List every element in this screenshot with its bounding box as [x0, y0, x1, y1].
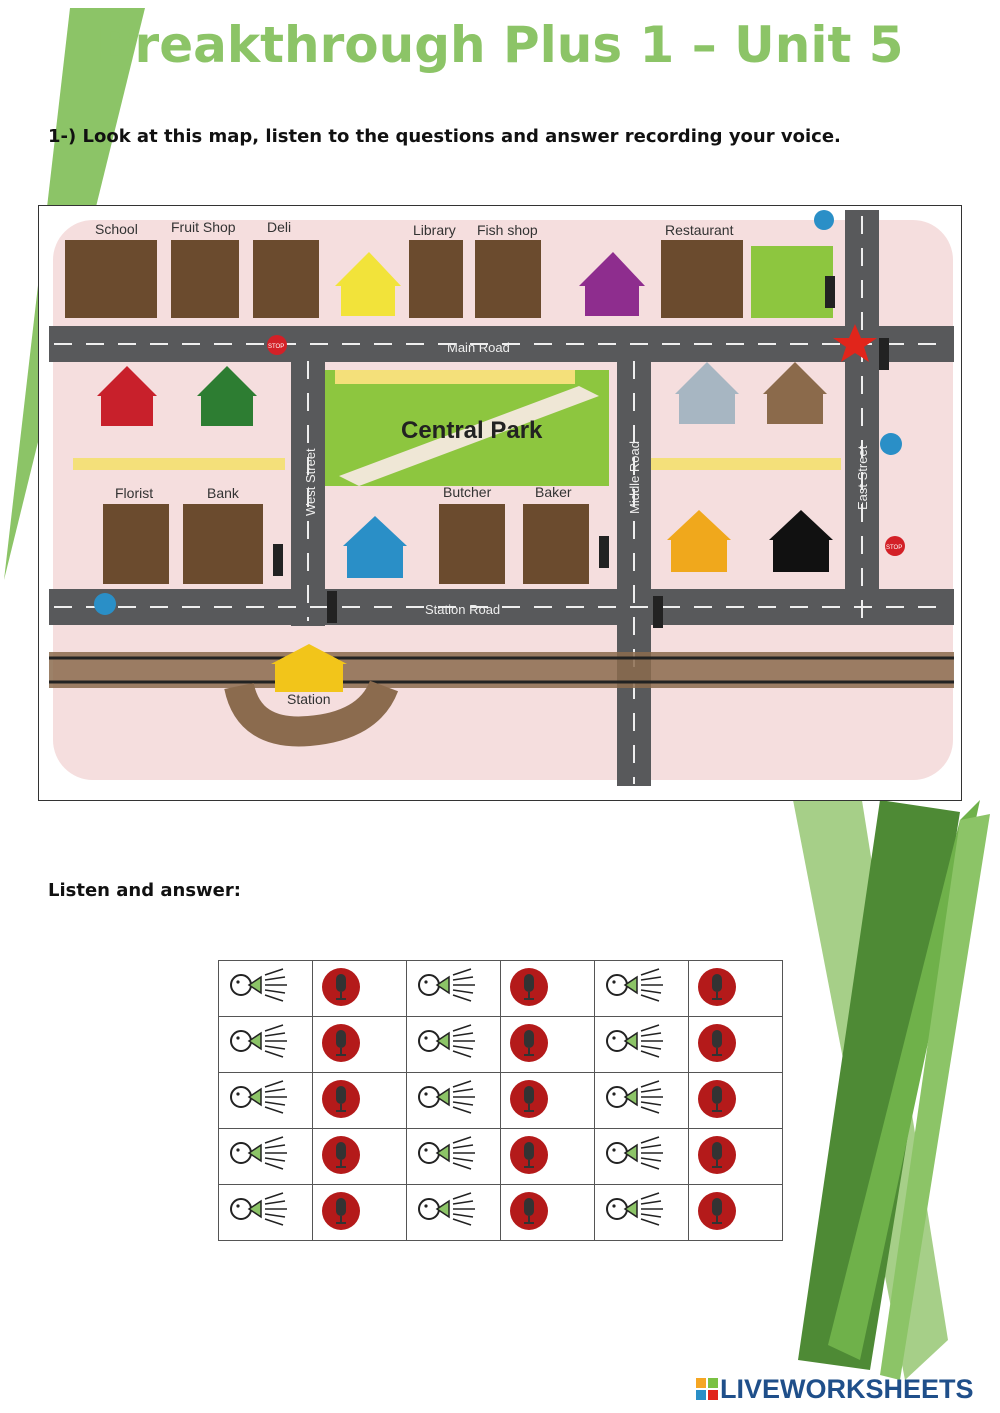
speaker-icon[interactable] [415, 965, 491, 1009]
speaker-icon[interactable] [227, 1021, 303, 1065]
microphone-icon[interactable] [697, 1021, 773, 1065]
page-title: Breakthrough Plus 1 – Unit 5 [96, 16, 904, 74]
microphone-icon[interactable] [321, 1133, 397, 1177]
play-question-cell [218, 1128, 313, 1185]
speaker-icon[interactable] [227, 1133, 303, 1177]
building-label-florist: Florist [115, 485, 153, 501]
record-answer-cell [500, 1072, 595, 1129]
microphone-icon[interactable] [509, 1189, 585, 1233]
record-answer-cell [500, 1016, 595, 1073]
speaker-icon[interactable] [603, 1189, 679, 1233]
grid-row [218, 1184, 783, 1241]
speaker-icon[interactable] [415, 1133, 491, 1177]
microphone-icon[interactable] [509, 1077, 585, 1121]
liveworksheets-logo-icon [696, 1378, 718, 1400]
play-question-cell [594, 1072, 689, 1129]
microphone-icon[interactable] [697, 1077, 773, 1121]
building-label-library: Library [413, 222, 456, 238]
building-label-deli: Deli [267, 219, 291, 235]
microphone-icon[interactable] [321, 1021, 397, 1065]
town-map: Central Park STOP STOP School Fruit Shop… [38, 205, 962, 801]
road-label-west: West Street [303, 448, 318, 516]
record-answer-cell [500, 960, 595, 1017]
play-question-cell [594, 1016, 689, 1073]
record-answer-cell [312, 1072, 407, 1129]
play-question-cell [218, 1184, 313, 1241]
speaker-icon[interactable] [415, 1077, 491, 1121]
speaker-icon[interactable] [227, 1189, 303, 1233]
play-question-cell [594, 1128, 689, 1185]
stop-sign-label: STOP [886, 545, 902, 551]
instructions-text: 1-) Look at this map, listen to the ques… [48, 126, 841, 147]
building-label-bank: Bank [207, 485, 240, 501]
footer-brand: LIVEWORKSHEETS [696, 1374, 974, 1405]
audio-answer-grid [218, 960, 783, 1241]
speaker-icon[interactable] [415, 1189, 491, 1233]
play-question-cell [406, 1016, 501, 1073]
microphone-icon[interactable] [509, 1021, 585, 1065]
building-label-school: School [95, 221, 138, 237]
play-question-cell [406, 1072, 501, 1129]
speaker-icon[interactable] [227, 1077, 303, 1121]
microphone-icon[interactable] [509, 965, 585, 1009]
record-answer-cell [688, 1016, 783, 1073]
play-question-cell [218, 1016, 313, 1073]
speaker-icon[interactable] [603, 965, 679, 1009]
road-label-station: Station Road [425, 602, 500, 617]
microphone-icon[interactable] [697, 1133, 773, 1177]
record-answer-cell [688, 1184, 783, 1241]
building-label-station: Station [287, 691, 331, 707]
record-answer-cell [500, 1184, 595, 1241]
record-answer-cell [312, 1016, 407, 1073]
microphone-icon[interactable] [321, 965, 397, 1009]
record-answer-cell [688, 1072, 783, 1129]
grid-row [218, 960, 783, 1017]
record-answer-cell [688, 1128, 783, 1185]
play-question-cell [406, 960, 501, 1017]
speaker-icon[interactable] [227, 965, 303, 1009]
play-question-cell [594, 1184, 689, 1241]
footer-brand-text: LIVEWORKSHEETS [720, 1374, 974, 1404]
building-label-fruit-shop: Fruit Shop [171, 219, 236, 235]
listen-section-label: Listen and answer: [48, 880, 241, 901]
record-answer-cell [688, 960, 783, 1017]
record-answer-cell [312, 1184, 407, 1241]
microphone-icon[interactable] [509, 1133, 585, 1177]
speaker-icon[interactable] [603, 1077, 679, 1121]
speaker-icon[interactable] [415, 1021, 491, 1065]
building-label-butcher: Butcher [443, 484, 492, 500]
play-question-cell [218, 960, 313, 1017]
park-label: Central Park [401, 417, 543, 444]
microphone-icon[interactable] [697, 965, 773, 1009]
stop-sign-label: STOP [268, 344, 284, 350]
building-label-baker: Baker [535, 484, 572, 500]
play-question-cell [594, 960, 689, 1017]
microphone-icon[interactable] [321, 1077, 397, 1121]
play-question-cell [406, 1184, 501, 1241]
speaker-icon[interactable] [603, 1021, 679, 1065]
microphone-icon[interactable] [321, 1189, 397, 1233]
play-question-cell [406, 1128, 501, 1185]
record-answer-cell [312, 1128, 407, 1185]
road-label-main: Main Road [447, 340, 510, 355]
grid-row [218, 1072, 783, 1129]
play-question-cell [218, 1072, 313, 1129]
road-label-middle: Middle Road [627, 441, 642, 514]
grid-row [218, 1128, 783, 1185]
speaker-icon[interactable] [603, 1133, 679, 1177]
road-label-east: East Street [855, 445, 870, 510]
microphone-icon[interactable] [697, 1189, 773, 1233]
record-answer-cell [500, 1128, 595, 1185]
grid-row [218, 1016, 783, 1073]
building-label-fish-shop: Fish shop [477, 222, 538, 238]
building-label-restaurant: Restaurant [665, 222, 734, 238]
record-answer-cell [312, 960, 407, 1017]
